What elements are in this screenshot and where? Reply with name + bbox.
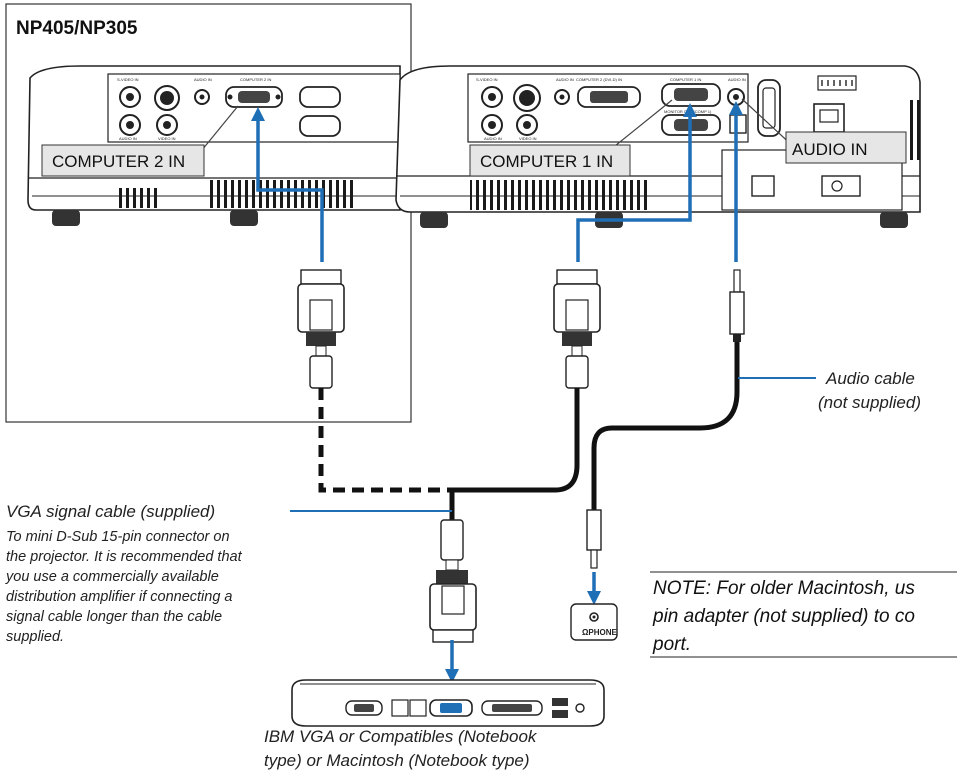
vga-desc-line2: the projector. It is recommended that <box>6 549 243 565</box>
panel-audio-label: AUDIO IN <box>194 77 212 82</box>
computer-caption-line2: type) or Macintosh (Notebook type) <box>264 751 530 770</box>
note-line2: pin adapter (not supplied) to co <box>652 606 915 627</box>
vga-cable-dashed <box>318 388 452 493</box>
note-line3: port. <box>652 634 691 655</box>
audio-cable-line1: Audio cable <box>825 369 915 388</box>
r-panel-dvi-label: COMPUTER 2 (DVI-D) IN <box>576 77 622 82</box>
vga-desc-line3: you use a commercially available <box>5 569 219 585</box>
panel-computer2-label: COMPUTER 2 IN <box>240 77 271 82</box>
note-line1: NOTE: For older Macintosh, us <box>653 578 915 599</box>
audio-in-port-label: AUDIO IN <box>792 140 868 159</box>
vga-plug-right <box>553 269 601 389</box>
r-panel-audio-label: AUDIO IN <box>556 77 574 82</box>
audio-cable <box>591 342 740 510</box>
panel-video-label: VIDEO IN <box>158 136 176 141</box>
computer2-port-label: COMPUTER 2 IN <box>52 152 185 171</box>
r-panel-video-label: VIDEO IN <box>519 136 537 141</box>
vga-plug-lower <box>429 519 477 643</box>
model-title: NP405/NP305 <box>16 18 138 39</box>
panel-svideo-label: S-VIDEO IN <box>117 77 139 82</box>
computer1-label-box <box>469 144 631 177</box>
vga-plug-left <box>297 269 345 389</box>
vga-desc-line4: distribution amplifier if connecting a <box>6 589 232 605</box>
vga-desc-line6: supplied. <box>6 629 64 645</box>
vga-cable <box>449 388 580 520</box>
panel-audio-in-label: AUDIO IN <box>119 136 137 141</box>
computer2-arrow <box>251 107 324 262</box>
r-panel-monitor-out-label: MONITOR OUT (COMP 1) <box>664 109 712 114</box>
computer-caption-line1: IBM VGA or Compatibles (Notebook <box>264 727 538 746</box>
computer1-port-label: COMPUTER 1 IN <box>480 152 613 171</box>
phone-label: ΩPHONE <box>582 628 618 637</box>
notebook-computer <box>291 679 605 727</box>
r-panel-audio-in-label: AUDIO IN <box>728 77 746 82</box>
audio-cable-line2: (not supplied) <box>818 393 921 412</box>
computer2-label-box <box>41 144 205 177</box>
np405-inset: NP405/NP305 <box>5 3 412 423</box>
computer1-arrow <box>576 103 697 262</box>
r-panel-audio-in2-label: AUDIO IN <box>484 136 502 141</box>
audio-plug-top <box>729 269 745 342</box>
audio-in-label-box <box>785 131 907 164</box>
phone-jack <box>570 603 618 641</box>
r-panel-computer1-label: COMPUTER 1 IN <box>670 77 701 82</box>
audio-plug-lower <box>586 509 602 569</box>
r-panel-svideo-label: S-VIDEO IN <box>476 77 498 82</box>
vga-desc-line5: signal cable longer than the cable <box>6 609 222 625</box>
vga-desc-line1: To mini D-Sub 15-pin connector on <box>6 529 230 545</box>
vga-cable-title: VGA signal cable (supplied) <box>6 502 215 521</box>
